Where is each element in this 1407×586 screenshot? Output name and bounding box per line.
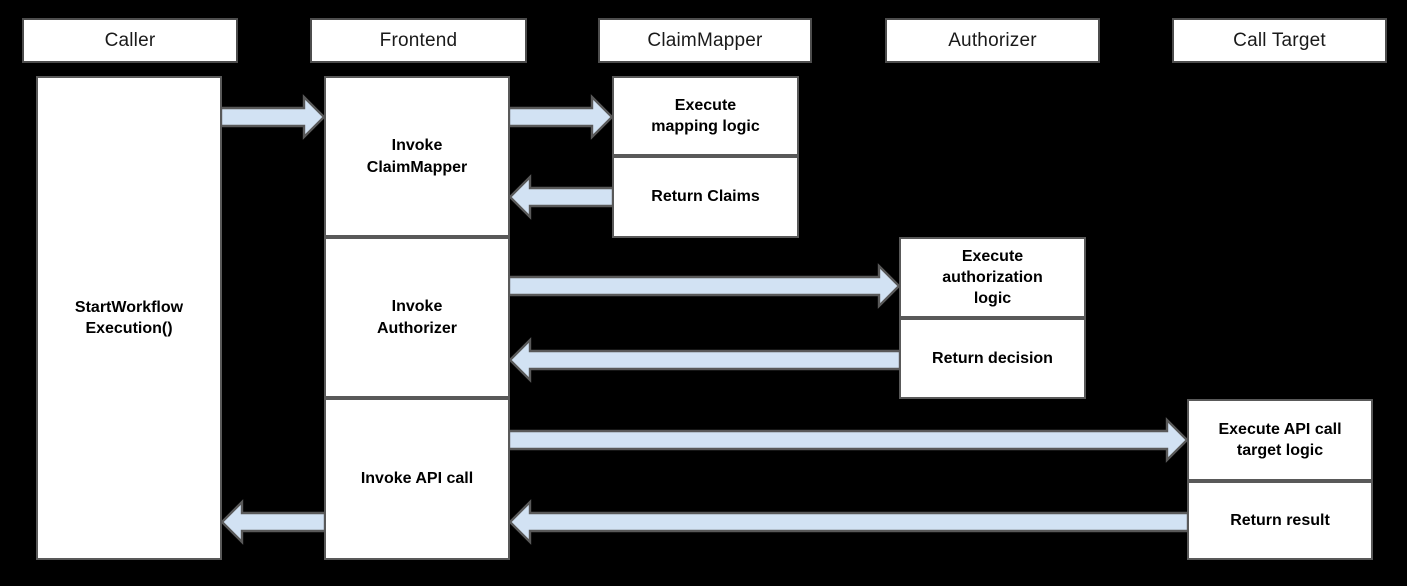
activation-box-authorizer-execute-authorization-logic: Execute authorization logic: [899, 237, 1086, 318]
arrow-frontend-to-calltarget: [508, 417, 1189, 463]
activation-box-claimmapper-return-claims: Return Claims: [612, 156, 799, 238]
arrow-authorizer-to-frontend: [508, 337, 901, 383]
activation-box-caller-startworkflow: StartWorkflow Execution(): [36, 76, 222, 560]
lane-header-calltarget: Call Target: [1172, 18, 1387, 63]
arrow-frontend-to-claimmapper: [508, 94, 614, 140]
activation-box-calltarget-return-result: Return result: [1187, 481, 1373, 560]
lane-header-claimmapper-label: ClaimMapper: [647, 29, 763, 51]
activation-box-frontend-invoke-claimmapper: Invoke ClaimMapper: [324, 76, 510, 237]
activation-box-frontend-invoke-authorizer: Invoke Authorizer: [324, 237, 510, 398]
lane-header-authorizer: Authorizer: [885, 18, 1100, 63]
lane-header-frontend-label: Frontend: [379, 29, 458, 51]
activation-box-authorizer-return-decision: Return decision: [899, 318, 1086, 399]
arrow-claimmapper-to-frontend: [508, 174, 614, 220]
arrow-calltarget-to-frontend: [508, 499, 1189, 545]
arrow-caller-to-frontend: [220, 94, 326, 140]
lane-header-calltarget-label: Call Target: [1233, 29, 1326, 51]
lane-header-authorizer-label: Authorizer: [948, 29, 1037, 51]
lane-header-frontend: Frontend: [310, 18, 527, 63]
activation-box-claimmapper-execute-mapping-logic: Execute mapping logic: [612, 76, 799, 156]
arrow-frontend-to-caller: [220, 499, 326, 545]
arrow-frontend-to-authorizer: [508, 263, 901, 309]
lane-header-caller: Caller: [22, 18, 238, 63]
activation-box-calltarget-execute-api-call-target-logic: Execute API call target logic: [1187, 399, 1373, 481]
lane-header-claimmapper: ClaimMapper: [598, 18, 812, 63]
activation-box-frontend-invoke-api-call: Invoke API call: [324, 398, 510, 560]
lane-header-caller-label: Caller: [104, 29, 156, 51]
